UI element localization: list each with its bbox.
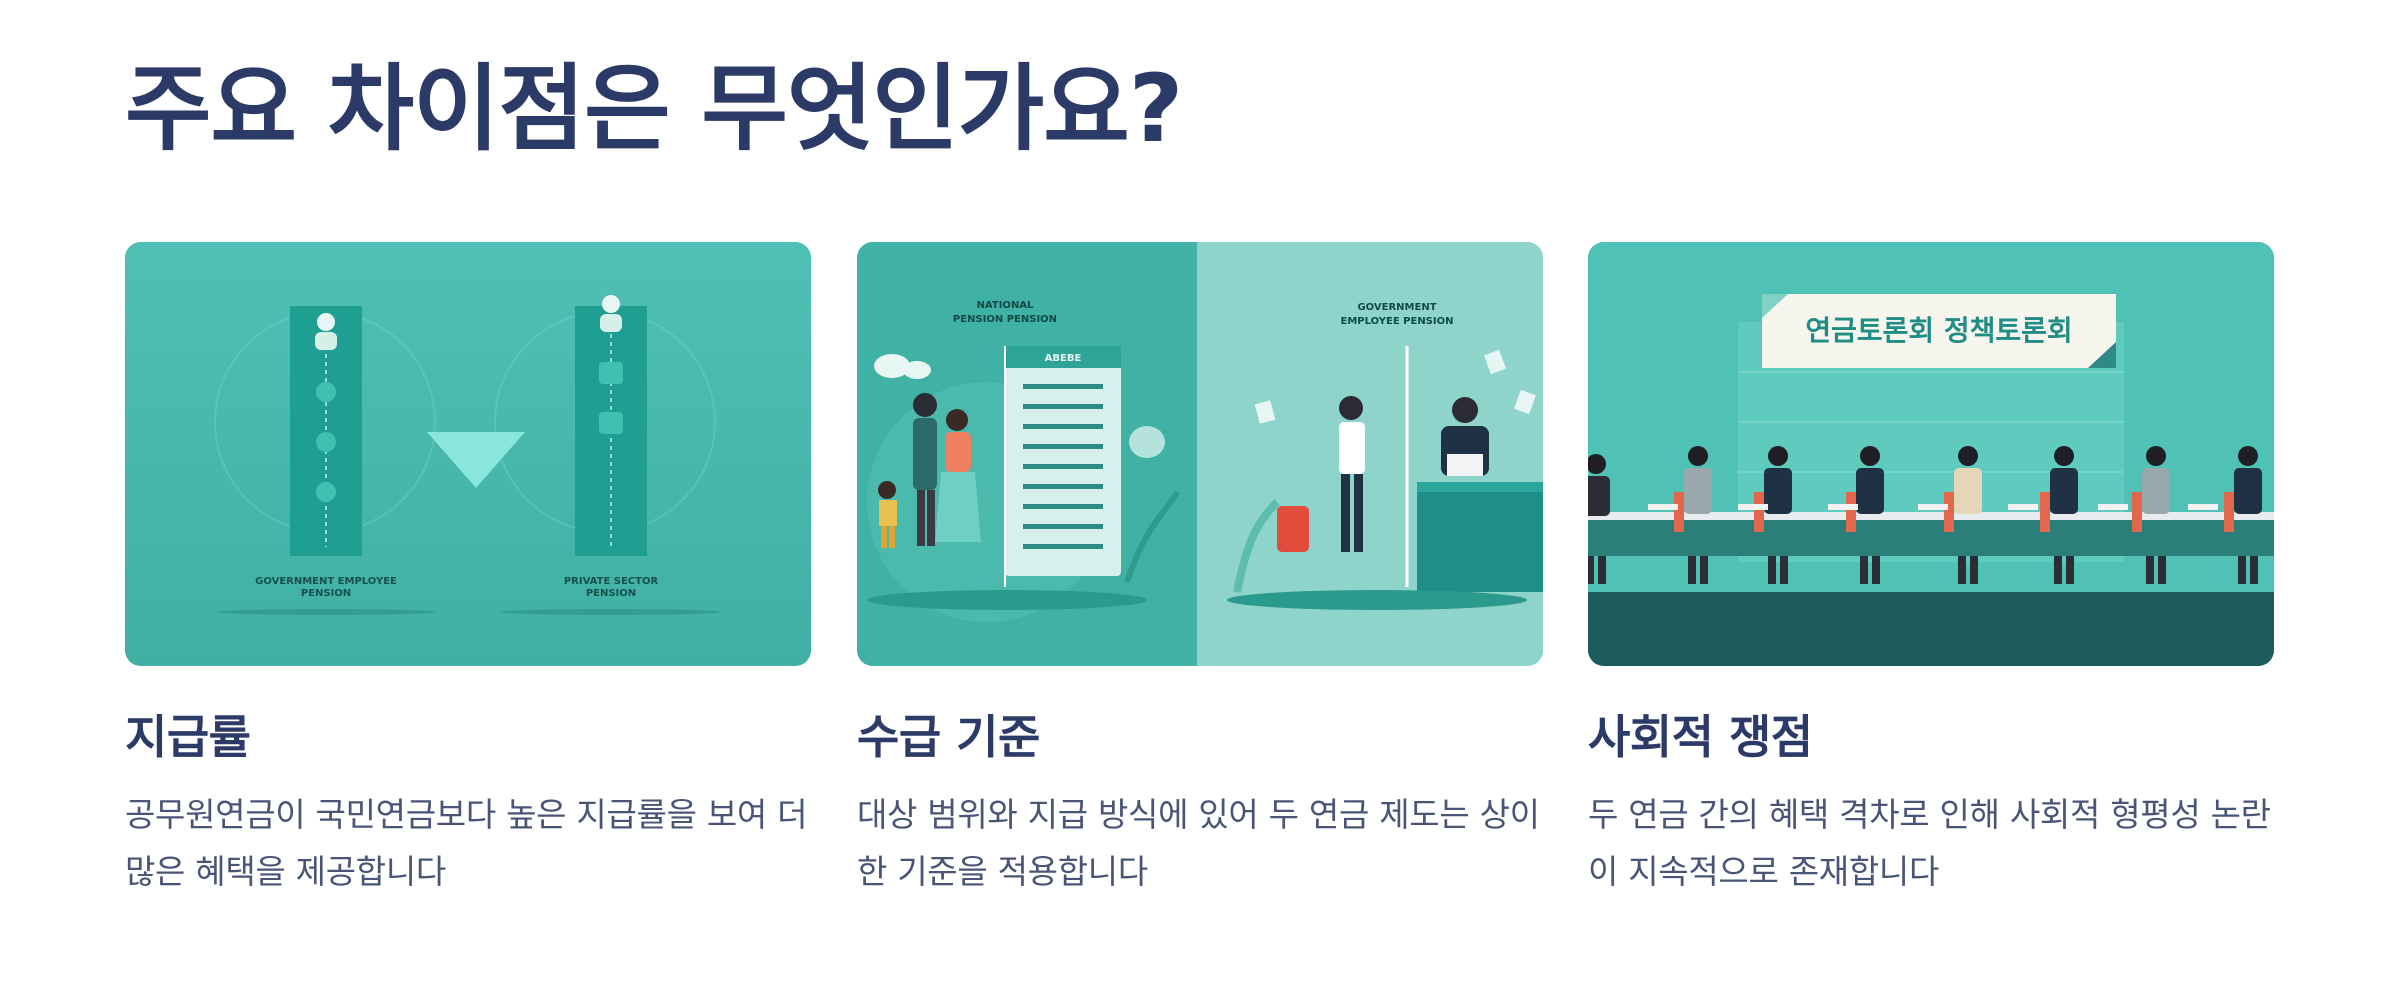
card-social-issue: 연금토론회 정책토론회: [1588, 242, 2274, 901]
svg-text:연금토론회 정책토론회: 연금토론회 정책토론회: [1805, 314, 2072, 347]
conference-table: [1588, 512, 2274, 520]
svg-text:PENSION PENSION: PENSION PENSION: [953, 314, 1057, 325]
card-body: 공무원연금이 국민연금보다 높은 지급률을 보여 더 많은 혜택을 제공합니다: [125, 795, 808, 891]
family-figures: [878, 393, 981, 548]
panelist-figures: [1588, 446, 2262, 584]
svg-text:PENSION: PENSION: [301, 588, 351, 599]
pension-table-board: [1005, 346, 1121, 576]
svg-text:GOVERNMENT: GOVERNMENT: [1357, 302, 1436, 313]
card-heading: 수급 기준: [857, 710, 1040, 764]
right-pillar-figure: [575, 295, 647, 556]
illustration-payment-rate: GOVERNMENT EMPLOYEE PENSION PRIVATE SECT…: [125, 242, 811, 666]
illustration-social-issue: 연금토론회 정책토론회: [1588, 242, 2274, 666]
event-banner: [1762, 294, 2116, 368]
svg-text:GOVERNMENT EMPLOYEE: GOVERNMENT EMPLOYEE: [255, 576, 397, 587]
svg-text:NATIONAL: NATIONAL: [977, 300, 1034, 311]
svg-text:PRIVATE SECTOR: PRIVATE SECTOR: [564, 576, 659, 587]
left-pillar-figure: [290, 306, 362, 556]
card-heading: 사회적 쟁점: [1588, 710, 1813, 764]
card-payment-rate: GOVERNMENT EMPLOYEE PENSION PRIVATE SECT…: [125, 242, 811, 901]
illustration-eligibility: NATIONAL PENSION PENSION ABEBE: [857, 242, 1543, 666]
desk-official-figure: [1417, 397, 1543, 592]
svg-text:EMPLOYEE PENSION: EMPLOYEE PENSION: [1341, 316, 1454, 327]
card-body: 대상 범위와 지급 방식에 있어 두 연금 제도는 상이한 기준을 적용합니다: [857, 795, 1540, 891]
walking-man-figure: [1277, 396, 1365, 552]
svg-text:PENSION: PENSION: [586, 588, 636, 599]
svg-text:ABEBE: ABEBE: [1045, 353, 1082, 364]
card-eligibility: NATIONAL PENSION PENSION ABEBE: [857, 242, 1543, 901]
page-title: 주요 차이점은 무엇인가요?: [125, 55, 1183, 164]
card-heading: 지급률: [125, 710, 251, 764]
down-triangle: [427, 432, 525, 488]
card-body: 두 연금 간의 혜택 격차로 인해 사회적 형평성 논란이 지속적으로 존재합니…: [1588, 795, 2271, 891]
